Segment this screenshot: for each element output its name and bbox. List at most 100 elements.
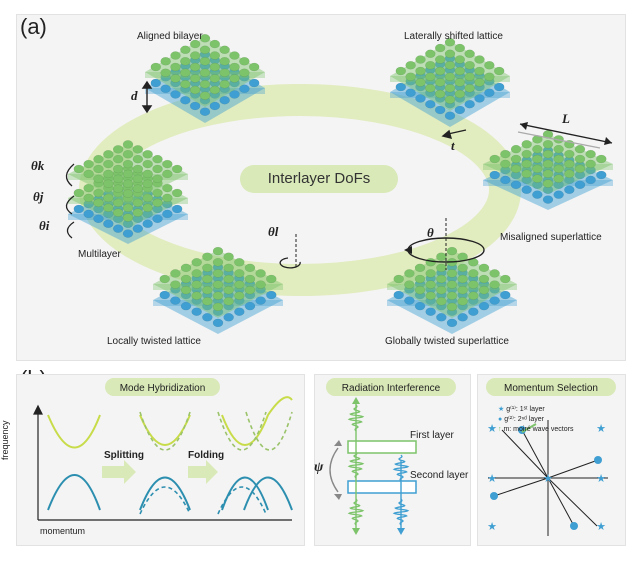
- lattice-atom: [152, 154, 163, 164]
- lattice-atom: [234, 280, 245, 289]
- lattice-atom: [436, 274, 447, 284]
- lattice-atom: [425, 307, 436, 316]
- symbol-theta-k: θk: [31, 158, 45, 173]
- lattice-atom: [464, 72, 475, 81]
- lattice-atom: [248, 62, 260, 72]
- lattice-atom: [112, 154, 124, 164]
- first-layer-slab: [347, 440, 417, 454]
- lattice-atom: [180, 79, 191, 89]
- lattice-atom: [255, 280, 266, 289]
- lattice-atom: [484, 88, 495, 97]
- lattice-atom: [170, 51, 181, 60]
- lattice-atom: [510, 180, 522, 190]
- g1-star: ★: [543, 473, 553, 485]
- symbol-L: L: [562, 111, 570, 126]
- second-layer-label: Second layer: [410, 470, 469, 481]
- symbol-theta: θ: [427, 225, 434, 240]
- lattice-atom: [122, 179, 134, 189]
- shifted-lattice-stack: [390, 38, 510, 127]
- lattice-atom: [132, 154, 144, 164]
- momentum-legend: ★ g⁽¹⁾: 1ˢᵗ layer ● g⁽²⁾: 2ⁿᵈ layer ↑ m:…: [498, 405, 573, 435]
- momentum-lines: [488, 420, 608, 536]
- g1-star: ★: [596, 521, 606, 533]
- g1-star: ★: [596, 423, 606, 435]
- lattice-atom: [229, 74, 240, 83]
- lattice-atom: [266, 274, 277, 284]
- lattice-atom: [464, 49, 475, 59]
- lattice-atom: [162, 193, 173, 203]
- lattice-atom: [248, 78, 260, 88]
- lattice-atom: [122, 159, 134, 169]
- lattice-atom: [464, 83, 475, 93]
- lattice-atom: [393, 274, 404, 284]
- radiation-interference-panel: [314, 374, 471, 546]
- lattice-atom: [199, 34, 211, 43]
- lattice-atom: [223, 313, 234, 322]
- L-arrow: [517, 122, 613, 149]
- lattice-atom: [73, 164, 85, 174]
- wave-packet: [347, 404, 365, 432]
- lattice-atom: [229, 62, 240, 72]
- lattice-atom: [446, 318, 458, 328]
- symbol-d: d: [131, 88, 138, 103]
- lattice-atom: [510, 154, 522, 164]
- lattice-atom: [532, 144, 543, 154]
- lattice-atom: [103, 179, 114, 189]
- mode-title: Mode Hybridization: [119, 383, 206, 394]
- lattice-atom: [223, 297, 234, 306]
- lattice-atom: [191, 269, 202, 278]
- lattice-atom: [521, 169, 532, 179]
- lattice-atom: [444, 49, 456, 59]
- dot-legend-icon: ●: [498, 416, 503, 423]
- lattice-atom: [202, 274, 213, 284]
- lattice-atom: [574, 154, 586, 164]
- lattice-atom: [436, 252, 447, 261]
- dof-ring: [79, 84, 521, 296]
- lattice-atom: [202, 263, 213, 273]
- lattice-atom: [468, 291, 479, 300]
- lattice-atom: [468, 269, 479, 278]
- lattice-atom: [564, 149, 575, 159]
- lattice-atom: [255, 296, 266, 305]
- lattice-atom: [112, 145, 124, 154]
- lattice-atom: [191, 258, 202, 267]
- lattice-atom: [152, 174, 163, 184]
- lattice-atom: [212, 302, 224, 312]
- lattice-atom: [436, 297, 447, 306]
- lattice-atom: [142, 169, 153, 179]
- lattice-atom: [103, 149, 114, 159]
- lattice-atom: [489, 296, 500, 305]
- lattice-atom: [457, 313, 468, 322]
- symbol-theta-i: θi: [39, 218, 50, 233]
- lattice-atom: [446, 291, 458, 300]
- lattice-atom: [239, 57, 250, 66]
- lattice-atom: [474, 55, 485, 64]
- label-multi: Multilayer: [78, 249, 121, 260]
- g1-star: ★: [596, 473, 606, 485]
- lattice-atom: [219, 68, 230, 77]
- radiation-title: Radiation Interference: [341, 383, 441, 394]
- center-label: Interlayer DoFs: [267, 170, 371, 187]
- lattice-atom: [234, 291, 245, 300]
- lattice-atom: [454, 43, 466, 53]
- lattice-atom: [170, 280, 181, 289]
- lattice-atom: [162, 169, 173, 179]
- lattice-atom: [142, 219, 153, 229]
- lattice-atom: [93, 198, 104, 208]
- lattice-atom: [500, 175, 511, 185]
- lattice-atom: [596, 154, 607, 164]
- lattice-atom: [132, 224, 144, 233]
- lattice-atom: [122, 169, 134, 179]
- lattice-atom: [209, 101, 221, 111]
- wave-packet: [347, 498, 365, 526]
- lattice-atom: [454, 55, 466, 64]
- lattice-atom: [500, 274, 511, 284]
- lattice-atom: [132, 184, 144, 193]
- lattice-atom: [395, 82, 407, 92]
- lattice-atom: [395, 66, 407, 76]
- lattice-atom: [199, 68, 211, 77]
- lattice-atom: [500, 159, 511, 169]
- lattice-atom: [112, 184, 124, 193]
- lattice-atom: [152, 164, 163, 174]
- lattice-atom: [180, 274, 192, 284]
